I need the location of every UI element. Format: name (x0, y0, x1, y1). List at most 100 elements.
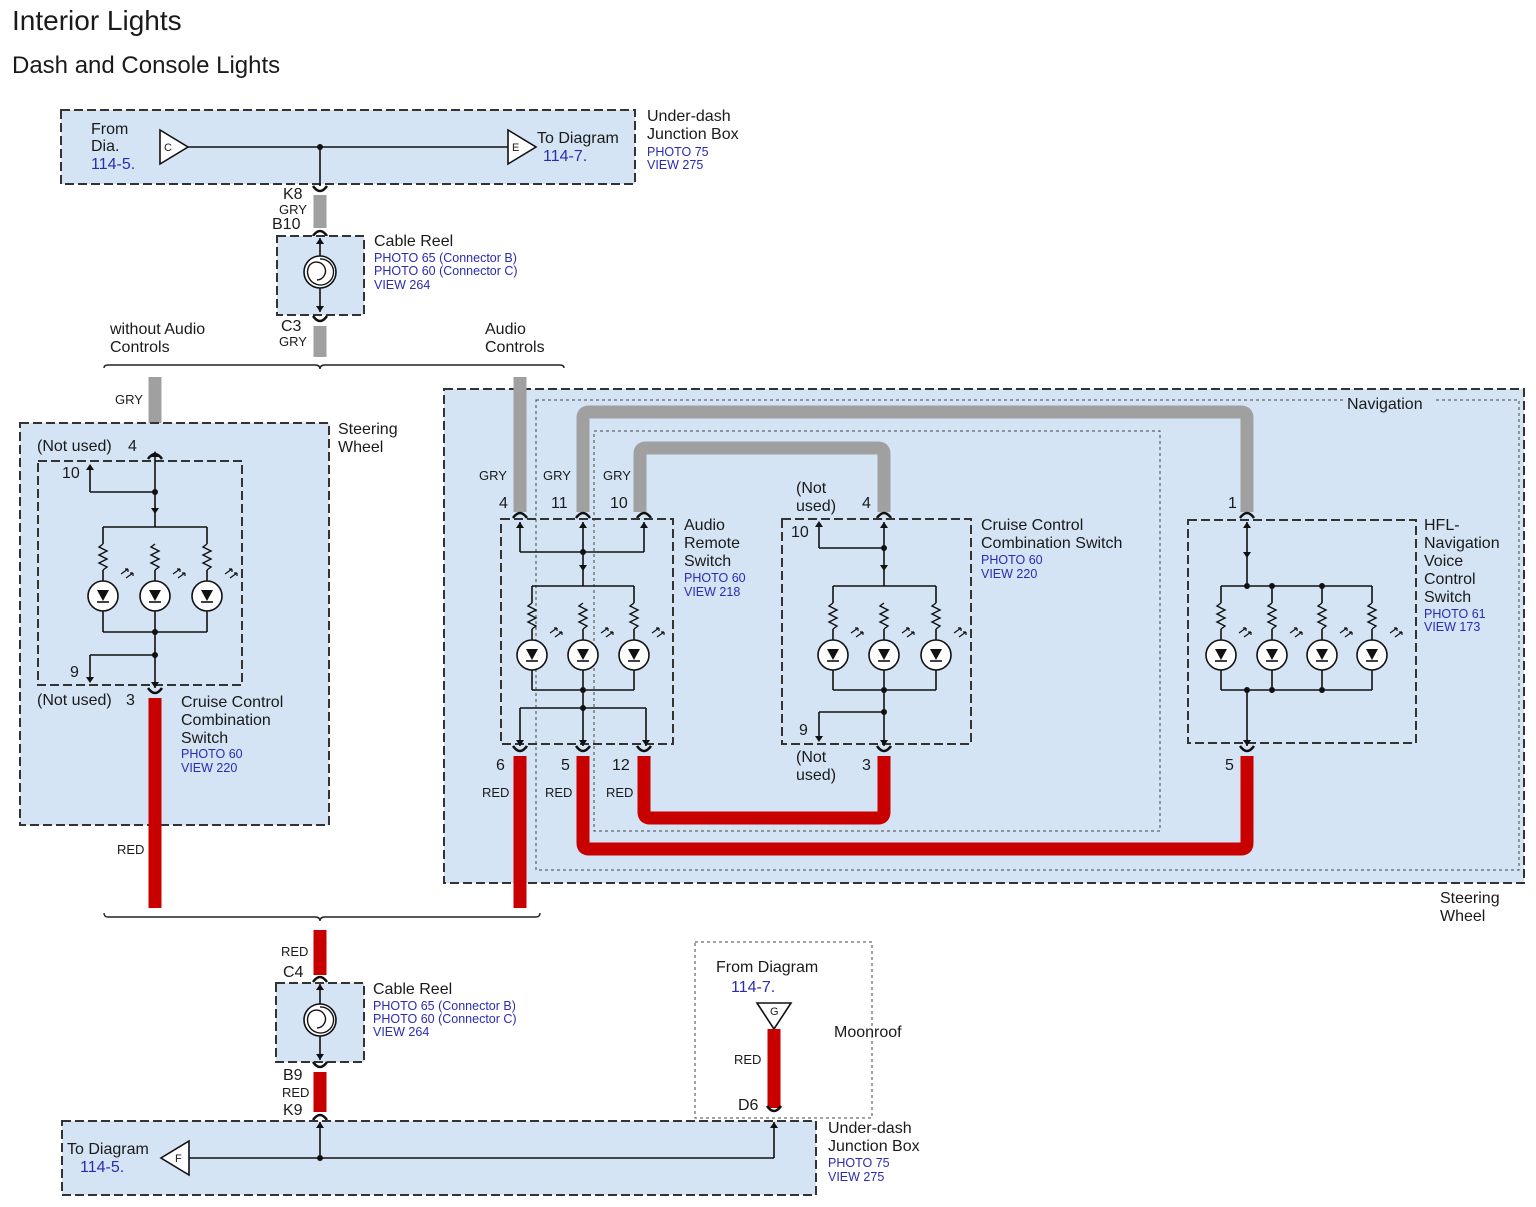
pin-4: 4 (128, 438, 137, 455)
pin-10: 10 (62, 465, 80, 482)
audio-switch-name-2: Remote (684, 535, 740, 552)
right-wheel-label-2: Wheel (1440, 908, 1485, 925)
pin-1: 1 (1228, 495, 1237, 512)
bottom-to-diagram-label: To Diagram (67, 1141, 149, 1158)
audio-switch-photo[interactable]: PHOTO 60 (684, 571, 746, 585)
pin-5: 5 (561, 757, 570, 774)
audio-remote-switch: 4 11 10 (496, 495, 746, 774)
cruise-switch-view[interactable]: VIEW 220 (181, 761, 237, 775)
bottom-jbox-view[interactable]: VIEW 275 (828, 1170, 884, 1184)
hfl-name-1: HFL- (1424, 517, 1460, 534)
wire-label-red: RED (734, 1052, 761, 1067)
bottom-junction-box: F To Diagram 114-5. Under-dash Junction … (61, 1113, 920, 1196)
cable-reel-bottom-photo-b[interactable]: PHOTO 65 (Connector B) (373, 999, 516, 1013)
option-audio-1: Audio (485, 321, 526, 338)
pin-c4: C4 (283, 964, 304, 981)
moonroof-from-ref[interactable]: 114-7. (731, 979, 775, 996)
pin-4-not-used: (Not used) (37, 438, 112, 455)
pin-3-not-used: (Not used) (37, 692, 112, 709)
pin-6: 6 (496, 757, 505, 774)
right-steering-wheel: Navigation Steering Wheel GRY GRY GRY 4 … (443, 377, 1525, 925)
svg-text:E: E (512, 142, 519, 154)
jbox-photo[interactable]: PHOTO 75 (647, 145, 709, 159)
pin-9: 9 (70, 664, 79, 681)
wire-label-red: RED (282, 1085, 309, 1100)
bottom-jbox-name-2: Junction Box (828, 1138, 920, 1155)
hfl-view[interactable]: VIEW 173 (1424, 620, 1480, 634)
pin-3: 3 (126, 692, 135, 709)
jbox-view[interactable]: VIEW 275 (647, 158, 703, 172)
pin-3: 3 (862, 757, 871, 774)
to-diagram-ref[interactable]: 114-7. (543, 148, 587, 165)
svg-text:G: G (770, 1006, 779, 1018)
hfl-name-4: Control (1424, 571, 1476, 588)
wire-label-red: RED (117, 842, 144, 857)
svg-text:C: C (164, 142, 172, 154)
wire-label-red: RED (545, 785, 572, 800)
jbox-name-line1: Under-dash (647, 108, 731, 125)
terminal-c-icon (159, 128, 190, 166)
hfl-name-5: Switch (1424, 589, 1471, 606)
pin-4: 4 (499, 495, 508, 512)
from-dia-label: Dia. (91, 138, 119, 155)
wire-label-red: RED (606, 785, 633, 800)
pin-10: 10 (610, 495, 628, 512)
cable-reel-photo-b[interactable]: PHOTO 65 (Connector B) (374, 251, 517, 265)
wire-label-gry: GRY (479, 468, 507, 483)
cruise-switch-right-name-2: Combination Switch (981, 535, 1122, 552)
pin-b10: B10 (272, 216, 301, 233)
wire-label-red: RED (482, 785, 509, 800)
wire-label-gry: GRY (279, 334, 307, 349)
cable-reel-top: Cable Reel PHOTO 65 (Connector B) PHOTO … (276, 233, 518, 316)
bottom-to-diagram-ref[interactable]: 114-5. (80, 1159, 124, 1176)
bottom-jbox-photo[interactable]: PHOTO 75 (828, 1156, 890, 1170)
cable-reel-view[interactable]: VIEW 264 (374, 278, 430, 292)
cruise-switch-name-2: Combination (181, 712, 271, 729)
cruise-not-used-top-1: (Not (796, 480, 827, 497)
cruise-switch-right-view[interactable]: VIEW 220 (981, 567, 1037, 581)
left-wheel-label-2: Wheel (338, 439, 383, 456)
cruise-not-used-bot-2: used) (796, 767, 836, 784)
pin-10: 10 (791, 524, 809, 541)
from-diagram-ref[interactable]: 114-5. (91, 156, 135, 173)
moonroof-from-label: From Diagram (716, 959, 818, 976)
pin-k9: K9 (283, 1102, 303, 1119)
cruise-switch-photo[interactable]: PHOTO 60 (181, 747, 243, 761)
hfl-name-2: Navigation (1424, 535, 1500, 552)
cable-reel-name: Cable Reel (374, 233, 453, 250)
moonroof-label: Moonroof (834, 1024, 902, 1041)
moonroof-block: From Diagram 114-7. G RED Moonroof D6 (694, 941, 902, 1119)
cruise-not-used-bot-1: (Not (796, 749, 827, 766)
cruise-switch-name-1: Cruise Control (181, 694, 283, 711)
audio-switch-name-1: Audio (684, 517, 725, 534)
jbox-name-line2: Junction Box (647, 126, 739, 143)
top-junction-box: From Dia. 114-5. C E To Diagram 114-7. U… (60, 108, 739, 186)
cruise-switch-right-photo[interactable]: PHOTO 60 (981, 553, 1043, 567)
audio-switch-view[interactable]: VIEW 218 (684, 585, 740, 599)
terminal-g-icon (755, 1002, 793, 1031)
wire-label-gry: GRY (603, 468, 631, 483)
wire-label-gry: GRY (115, 392, 143, 407)
bottom-jbox-name-1: Under-dash (828, 1120, 912, 1137)
wire-label-gry: GRY (279, 202, 307, 217)
cruise-switch-right-name-1: Cruise Control (981, 517, 1083, 534)
page-subtitle: Dash and Console Lights (12, 52, 280, 79)
terminal-f-icon (159, 1139, 190, 1177)
from-label: From (91, 121, 128, 138)
cable-reel-bottom-photo-c[interactable]: PHOTO 60 (Connector C) (373, 1012, 517, 1026)
wire-label-gry: GRY (543, 468, 571, 483)
hfl-name-3: Voice (1424, 553, 1463, 570)
cruise-control-switch-right: (Not used) 4 10 (781, 480, 1122, 784)
audio-switch-name-3: Switch (684, 553, 731, 570)
cable-reel-bottom-view[interactable]: VIEW 264 (373, 1025, 429, 1039)
left-steering-wheel: GRY Steering Wheel (Not used) 4 (19, 377, 398, 908)
pin-k8: K8 (283, 186, 303, 203)
option-audio-2: Controls (485, 339, 545, 356)
cruise-switch-name-3: Switch (181, 730, 228, 747)
pin-b9: B9 (283, 1067, 303, 1084)
hfl-photo[interactable]: PHOTO 61 (1424, 607, 1486, 621)
cable-reel-photo-c[interactable]: PHOTO 60 (Connector C) (374, 264, 518, 278)
page-title: Interior Lights (12, 5, 182, 36)
hfl-navigation-voice-switch: 1 (1187, 495, 1500, 774)
to-diagram-label: To Diagram (537, 130, 619, 147)
